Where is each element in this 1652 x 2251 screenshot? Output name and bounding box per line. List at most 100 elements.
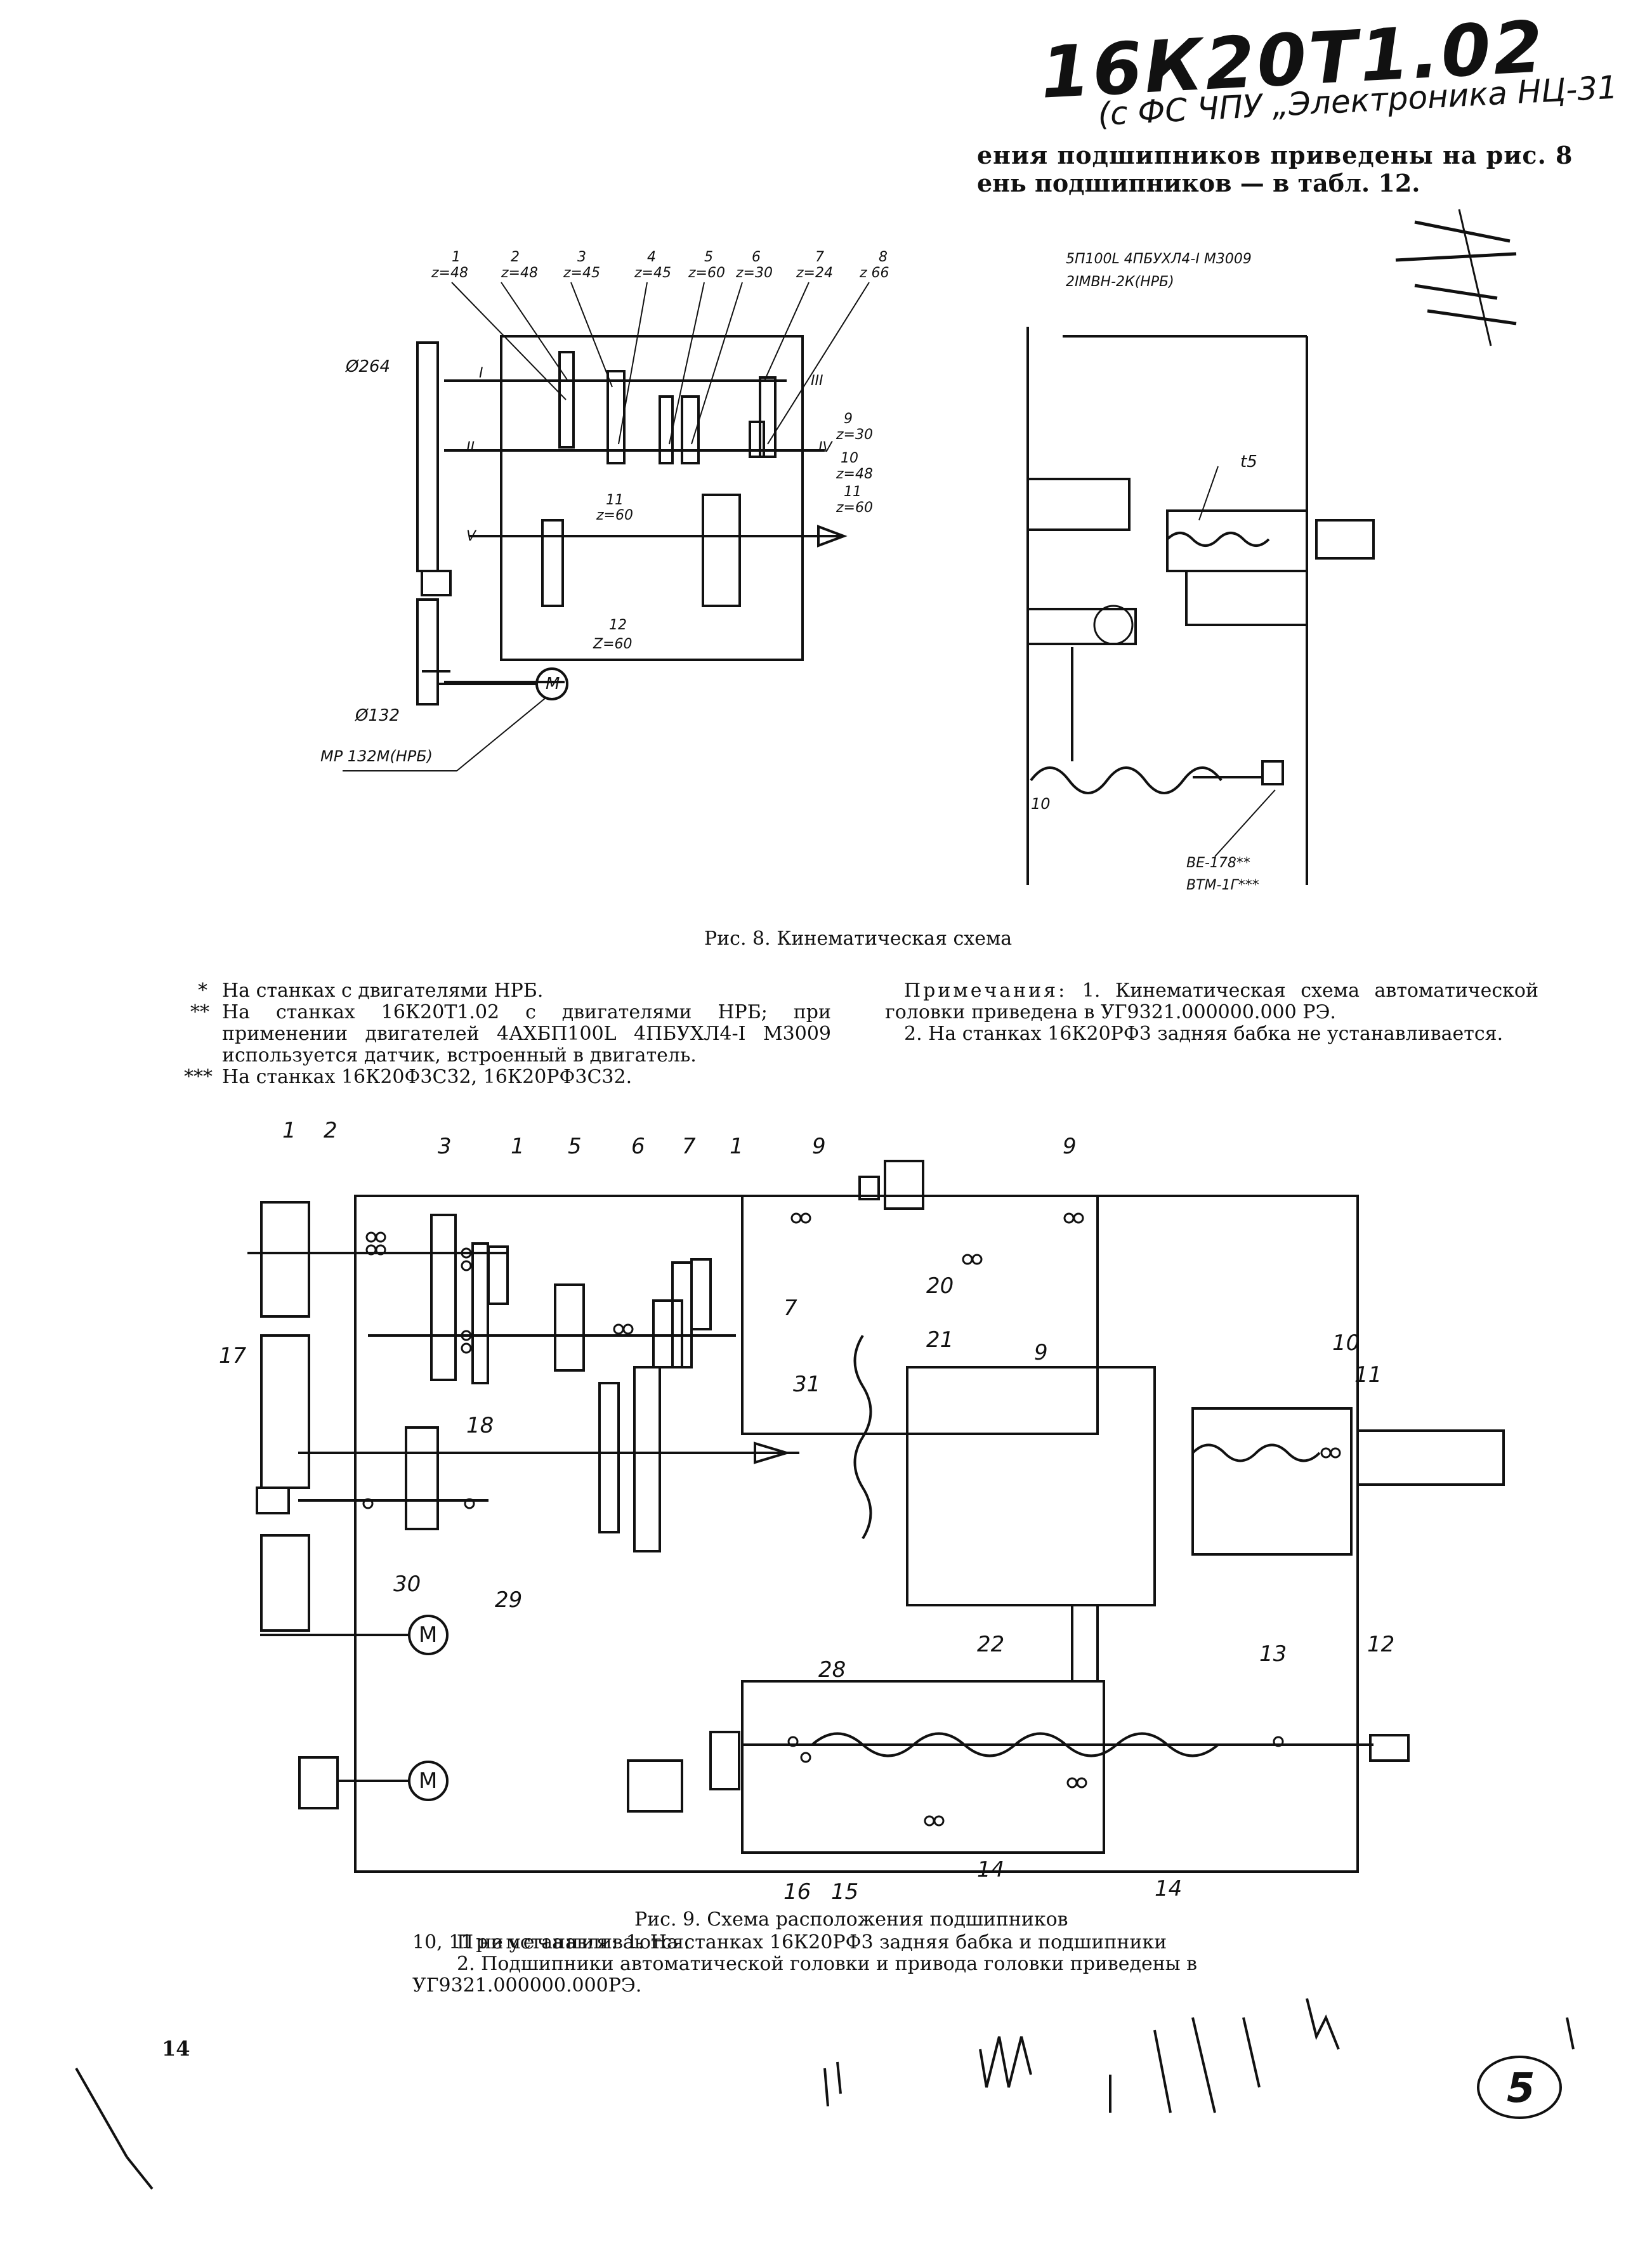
bearing-label-1b: 1 bbox=[511, 1134, 525, 1159]
bearing-label-18: 18 bbox=[466, 1413, 494, 1438]
gear-num-6: 6 bbox=[752, 249, 761, 265]
gear-z-12: Z=60 bbox=[593, 636, 633, 652]
gear-z-9: z=30 bbox=[836, 427, 873, 443]
note9-text-1a: 1. На станках 16К20РФ3 задняя бабка и по… bbox=[626, 1931, 1167, 1953]
intro-text-line-1: ения подшипников приведены на рис. 8 bbox=[977, 141, 1573, 169]
sensor-label-1: ВЕ-178** bbox=[1186, 855, 1250, 871]
diameter-264: Ø264 bbox=[346, 357, 391, 376]
footnote-mark: ** bbox=[190, 1001, 209, 1023]
page-number: 14 bbox=[162, 2037, 190, 2061]
bearing-label-16: 16 bbox=[783, 1879, 811, 1905]
footnote-text: На станках с двигателями НРБ. bbox=[222, 980, 544, 1002]
bearing-label-13: 13 bbox=[1259, 1641, 1287, 1667]
bearing-label-14a: 14 bbox=[977, 1857, 1005, 1882]
shaft-I: I bbox=[479, 365, 483, 381]
bearing-label-28: 28 bbox=[818, 1657, 846, 1683]
bearing-label-7a: 7 bbox=[682, 1134, 696, 1159]
gear-num-5: 5 bbox=[704, 249, 713, 265]
gear-num-4: 4 bbox=[647, 249, 656, 265]
footnote-mark: *** bbox=[184, 1065, 213, 1088]
gear-num-3: 3 bbox=[577, 249, 586, 265]
bearing-label-6: 6 bbox=[631, 1134, 645, 1159]
fig8-caption: Рис. 8. Кинематическая схема bbox=[704, 928, 1013, 950]
shaft-V: V bbox=[466, 528, 476, 544]
gear-z-6: z=30 bbox=[736, 265, 773, 281]
gear-z-11: z=60 bbox=[836, 500, 873, 516]
gear-z-11b: z=60 bbox=[596, 508, 633, 523]
bearing-label-11: 11 bbox=[1354, 1362, 1382, 1388]
gear-z-7: z=24 bbox=[796, 265, 833, 281]
note9-1b: 10, 11 не устанавливаются. bbox=[412, 1931, 690, 1953]
bearing-label-1c: 1 bbox=[730, 1134, 744, 1159]
footnote-2: ** На станках 16К20Т1.02 с двигателями Н… bbox=[184, 1001, 831, 1066]
bearing-label-9c: 9 bbox=[1034, 1340, 1048, 1365]
t5-label: t5 bbox=[1240, 452, 1257, 471]
shaft-III: III bbox=[811, 373, 823, 389]
bearing-label-20: 20 bbox=[926, 1273, 954, 1299]
gear-num-12: 12 bbox=[609, 617, 627, 633]
footnote-text: На станках 16К20Ф3С32, 16К20РФ3С32. bbox=[222, 1065, 633, 1088]
notes-title: Примечания: bbox=[904, 980, 1068, 1002]
gear-z-4: z=45 bbox=[634, 265, 671, 281]
gear-num-8: 8 bbox=[879, 249, 888, 265]
gear-num-9: 9 bbox=[844, 411, 853, 427]
footnote-mark: * bbox=[198, 980, 207, 1002]
intro-text-line-2: ень подшипников — в табл. 12. bbox=[977, 169, 1420, 197]
note9-2: 2. Подшипники автоматической головки и п… bbox=[457, 1952, 1198, 1975]
footnote-text: На станках 16К20Т1.02 с двигателями НРБ;… bbox=[222, 1001, 831, 1066]
footnotes: * На станках с двигателями НРБ. ** На ст… bbox=[184, 980, 831, 1087]
fig9-caption: Рис. 9. Схема расположения подшипников bbox=[634, 1908, 1068, 1931]
right-motor-line-1: 5П100L 4ПБУХЛ4-I М3009 bbox=[1066, 251, 1252, 267]
right-motor-line-2: 2IМВН-2К(НРБ) bbox=[1066, 274, 1174, 290]
gear-z-2: z=48 bbox=[501, 265, 538, 281]
bearing-label-9a: 9 bbox=[812, 1134, 826, 1159]
gear-num-1: 1 bbox=[452, 249, 461, 265]
note8-2: 2. На станках 16К20РФ3 задняя бабка не у… bbox=[904, 1022, 1504, 1045]
notes-fig9: Примечания: 1. На станках 16К20РФ3 задня… bbox=[412, 1932, 1282, 1997]
footnote-1: * На станках с двигателями НРБ. bbox=[184, 980, 831, 1002]
bearing-label-7b: 7 bbox=[783, 1296, 797, 1321]
bearing-label-21: 21 bbox=[926, 1327, 954, 1353]
bearing-label-12: 12 bbox=[1367, 1632, 1395, 1657]
bearing-label-9b: 9 bbox=[1063, 1134, 1077, 1159]
bearing-label-30: 30 bbox=[393, 1572, 421, 1597]
gear-z-10: z=48 bbox=[836, 466, 873, 482]
note8-1: Примечания: 1. Кинематическая схема авто… bbox=[885, 980, 1538, 1023]
gear-z-5: z=60 bbox=[688, 265, 725, 281]
bearing-label-29: 29 bbox=[495, 1587, 523, 1613]
sensor-label-2: ВТМ-1Г*** bbox=[1186, 877, 1259, 893]
shaft-IV: IV bbox=[818, 440, 832, 456]
bearing-label-31: 31 bbox=[793, 1372, 821, 1397]
bearing-label-10: 10 bbox=[1332, 1330, 1360, 1356]
gear-z-3: z=45 bbox=[563, 265, 600, 281]
gear-num-2: 2 bbox=[511, 249, 520, 265]
sheet-number: 5 bbox=[1507, 2065, 1535, 2112]
motor-label: МР 132М(НРБ) bbox=[320, 747, 433, 765]
gear-z-8: z 66 bbox=[860, 265, 889, 281]
note9-2b: УГ9321.000000.000РЭ. bbox=[412, 1974, 642, 1997]
gear-num-11b: 11 bbox=[606, 492, 624, 508]
shaft-II: II bbox=[466, 440, 475, 456]
bearing-label-2: 2 bbox=[324, 1118, 338, 1143]
bearing-label-17: 17 bbox=[219, 1343, 247, 1368]
note8-text-1: 1. Кинематическая схема автоматической г… bbox=[885, 980, 1538, 1023]
notes-fig8: Примечания: 1. Кинематическая схема авто… bbox=[885, 980, 1538, 1045]
diameter-132: Ø132 bbox=[355, 706, 400, 725]
footnote-3: *** На станках 16К20Ф3С32, 16К20РФ3С32. bbox=[184, 1066, 831, 1088]
bearing-label-14b: 14 bbox=[1155, 1876, 1183, 1901]
note9-1: Примечания: 1. На станках 16К20РФ3 задня… bbox=[412, 1932, 1167, 1953]
gear-num-10: 10 bbox=[841, 450, 858, 466]
gear-num-7: 7 bbox=[815, 249, 824, 265]
label-10-fig8: 10 bbox=[1031, 795, 1051, 813]
notes-title-9: Примечания: bbox=[457, 1931, 620, 1953]
bearing-label-22: 22 bbox=[977, 1632, 1005, 1657]
bearing-label-1a: 1 bbox=[282, 1118, 296, 1143]
gear-z-1: z=48 bbox=[431, 265, 468, 281]
motor-symbol-1: M bbox=[419, 1622, 438, 1648]
gear-num-11: 11 bbox=[844, 484, 862, 500]
